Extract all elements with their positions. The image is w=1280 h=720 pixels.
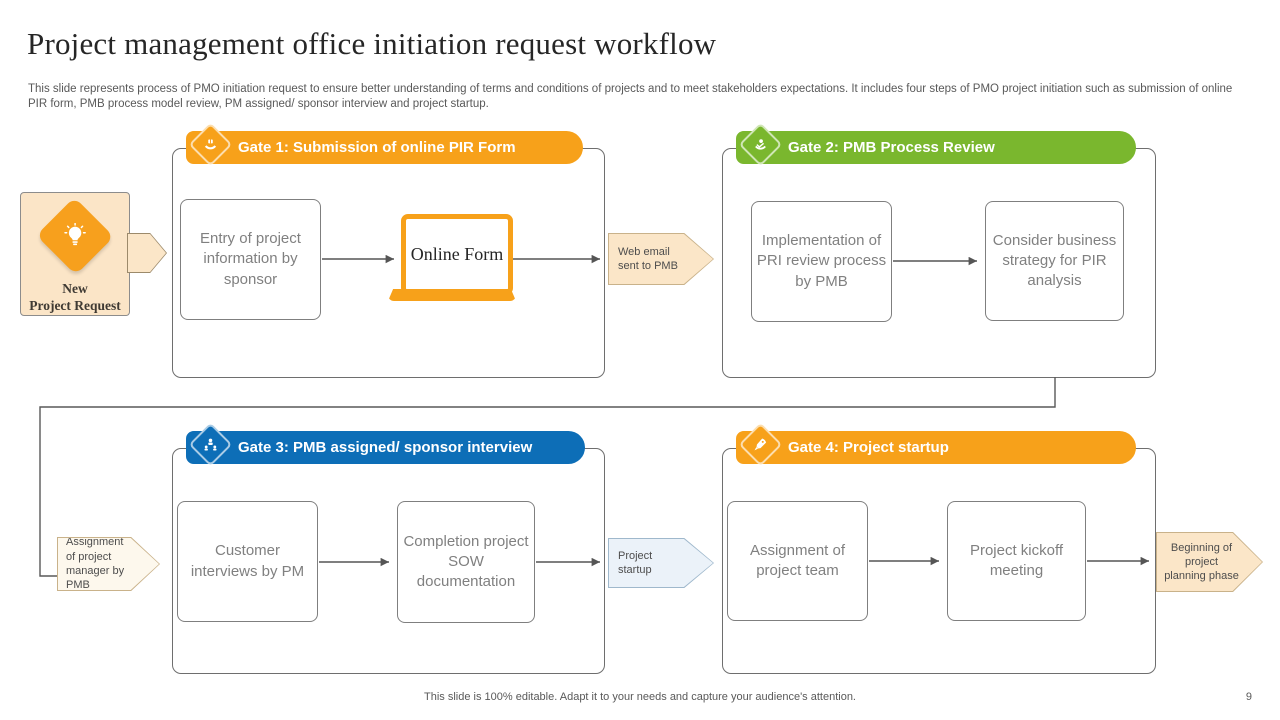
step-entry-project-info: Entry of project information by sponsor [180,199,321,320]
hand-gift-icon [188,122,233,167]
step-customer-interviews: Customer interviews by PM [177,501,318,622]
connector-label: Project startup [618,549,653,576]
step-label: Completion project SOW documentation [403,532,529,591]
step-label: Implementation of PRI review process by … [756,232,887,290]
gate4-title: Gate 4: Project startup [788,439,949,456]
page-title: Project management office initiation req… [27,26,717,61]
web-email-label: Web email sent to PMB [608,233,714,285]
step-kickoff-meeting: Project kickoff meeting [947,501,1086,621]
rocket-icon [738,422,783,467]
gate3-header: Gate 3: PMB assigned/ sponsor interview [186,422,585,467]
step-label: Project kickoff meeting [969,541,1064,579]
step-assign-team: Assignment of project team [727,501,868,621]
step-label: Customer interviews by PM [190,542,305,580]
gate3-title: Gate 3: PMB assigned/ sponsor interview [238,439,533,456]
project-startup-label: Project startup [608,538,714,588]
slide-description: This slide represents process of PMO ini… [28,83,1233,111]
gate2-header: Gate 2: PMB Process Review [736,122,1136,167]
connector-label: Beginning of project planning phase [1164,541,1239,583]
online-form-label: Online Form [410,244,504,264]
gate4-header: Gate 4: Project startup [736,422,1136,467]
gate1-title: Gate 1: Submission of online PIR Form [238,139,516,156]
step-label: Entry of project information by sponsor [200,230,301,288]
start-arrow-shape [127,233,167,273]
lightbulb-icon [36,197,114,276]
gate1-header: Gate 1: Submission of online PIR Form [186,122,583,167]
step-label: Assignment of project team [749,541,846,579]
step-sow-documentation: Completion project SOW documentation [397,501,535,623]
step-pri-review: Implementation of PRI review process by … [751,201,892,322]
gate2-title: Gate 2: PMB Process Review [788,139,995,156]
page-number: 9 [1245,691,1252,703]
assignment-pm-label: Assignment of project manager by PMB [57,537,160,591]
start-label: New Project Request [29,281,121,314]
hand-check-icon [738,122,783,167]
footer-note: This slide is 100% editable. Adapt it to… [424,691,856,703]
laptop-base-icon [388,289,516,301]
new-project-request-card: New Project Request [20,192,130,316]
connector-label: Web email sent to PMB [618,245,678,272]
online-form-laptop: Online Form [401,214,513,295]
step-business-strategy: Consider business strategy for PIR analy… [985,201,1124,321]
connector-label: Assignment of project manager by PMB [66,536,125,592]
beginning-phase-label: Beginning of project planning phase [1156,532,1263,592]
step-label: Consider business strategy for PIR analy… [992,231,1117,290]
org-people-icon [188,422,233,467]
